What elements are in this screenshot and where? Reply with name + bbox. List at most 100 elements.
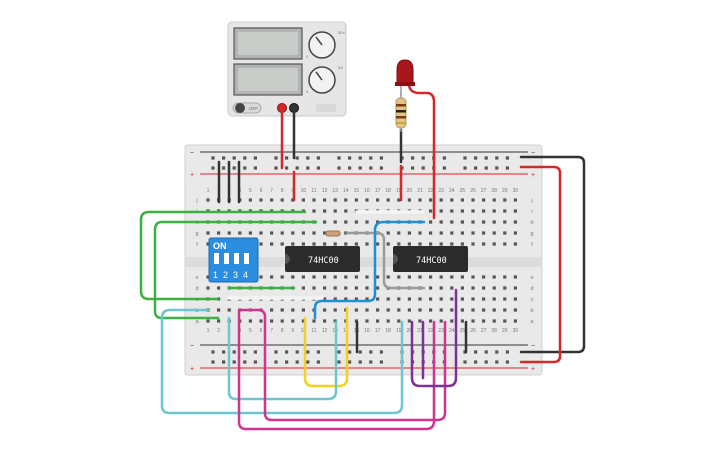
rail-hole[interactable] <box>316 350 320 354</box>
terminal-hole[interactable] <box>259 242 263 246</box>
terminal-hole[interactable] <box>259 275 263 279</box>
terminal-hole[interactable] <box>333 319 337 323</box>
terminal-hole[interactable] <box>376 286 380 290</box>
rail-hole[interactable] <box>337 350 341 354</box>
terminal-hole[interactable] <box>206 231 210 235</box>
terminal-hole[interactable] <box>460 231 464 235</box>
terminal-hole[interactable] <box>450 275 454 279</box>
terminal-hole[interactable] <box>503 297 507 301</box>
terminal-hole[interactable] <box>460 297 464 301</box>
terminal-hole[interactable] <box>471 308 475 312</box>
terminal-hole[interactable] <box>471 209 475 213</box>
rail-hole[interactable] <box>369 156 373 160</box>
terminal-hole[interactable] <box>482 198 486 202</box>
wire-black-rail-jumper[interactable] <box>519 155 586 354</box>
wire-purple[interactable] <box>410 288 458 388</box>
rail-hole[interactable] <box>463 360 467 364</box>
terminal-hole[interactable] <box>354 297 358 301</box>
wire-magenta-1[interactable] <box>237 308 436 431</box>
terminal-hole[interactable] <box>365 319 369 323</box>
terminal-hole[interactable] <box>513 198 517 202</box>
rail-hole[interactable] <box>348 156 352 160</box>
terminal-hole[interactable] <box>323 231 327 235</box>
terminal-hole[interactable] <box>418 231 422 235</box>
terminal-hole[interactable] <box>439 209 443 213</box>
terminal-hole[interactable] <box>460 209 464 213</box>
rail-hole[interactable] <box>274 350 278 354</box>
terminal-hole[interactable] <box>323 297 327 301</box>
terminal-hole[interactable] <box>354 275 358 279</box>
terminal-hole[interactable] <box>344 242 348 246</box>
wire-green-1[interactable] <box>139 210 307 301</box>
terminal-hole[interactable] <box>503 220 507 224</box>
terminal-hole[interactable] <box>376 297 380 301</box>
terminal-hole[interactable] <box>301 286 305 290</box>
terminal-hole[interactable] <box>217 286 221 290</box>
rail-hole[interactable] <box>337 360 341 364</box>
terminal-hole[interactable] <box>291 231 295 235</box>
terminal-hole[interactable] <box>376 275 380 279</box>
terminal-hole[interactable] <box>503 198 507 202</box>
terminal-hole[interactable] <box>280 231 284 235</box>
terminal-hole[interactable] <box>429 198 433 202</box>
terminal-hole[interactable] <box>386 275 390 279</box>
terminal-hole[interactable] <box>323 242 327 246</box>
wire-yellow[interactable] <box>303 306 349 388</box>
terminal-hole[interactable] <box>503 231 507 235</box>
terminal-hole[interactable] <box>344 275 348 279</box>
rail-hole[interactable] <box>243 166 247 170</box>
terminal-hole[interactable] <box>439 308 443 312</box>
terminal-hole[interactable] <box>386 297 390 301</box>
terminal-hole[interactable] <box>280 319 284 323</box>
terminal-hole[interactable] <box>503 209 507 213</box>
rail-hole[interactable] <box>369 350 373 354</box>
terminal-hole[interactable] <box>439 242 443 246</box>
terminal-hole[interactable] <box>471 319 475 323</box>
terminal-hole[interactable] <box>376 198 380 202</box>
terminal-hole[interactable] <box>259 198 263 202</box>
terminal-hole[interactable] <box>429 231 433 235</box>
terminal-hole[interactable] <box>471 220 475 224</box>
terminal-hole[interactable] <box>344 209 348 213</box>
terminal-hole[interactable] <box>429 319 433 323</box>
terminal-hole[interactable] <box>492 242 496 246</box>
terminal-hole[interactable] <box>450 198 454 202</box>
terminal-hole[interactable] <box>280 198 284 202</box>
terminal-hole[interactable] <box>397 275 401 279</box>
terminal-hole[interactable] <box>280 275 284 279</box>
rail-hole[interactable] <box>484 350 488 354</box>
dip-toggle-2[interactable] <box>224 253 229 264</box>
dip-switch[interactable]: ON 1 2 3 4 <box>208 237 259 283</box>
terminal-hole[interactable] <box>259 319 263 323</box>
rail-hole[interactable] <box>505 350 509 354</box>
terminal-hole[interactable] <box>323 209 327 213</box>
dip-toggle-4[interactable] <box>244 253 249 264</box>
terminal-hole[interactable] <box>323 198 327 202</box>
terminal-hole[interactable] <box>291 275 295 279</box>
terminal-hole[interactable] <box>429 297 433 301</box>
terminal-hole[interactable] <box>323 319 327 323</box>
rail-hole[interactable] <box>358 360 362 364</box>
terminal-hole[interactable] <box>206 242 210 246</box>
terminal-hole[interactable] <box>407 308 411 312</box>
rail-hole[interactable] <box>253 156 257 160</box>
terminal-hole[interactable] <box>503 319 507 323</box>
terminal-hole[interactable] <box>312 198 316 202</box>
terminal-hole[interactable] <box>344 220 348 224</box>
terminal-hole[interactable] <box>376 308 380 312</box>
terminal-hole[interactable] <box>513 319 517 323</box>
terminal-hole[interactable] <box>439 220 443 224</box>
terminal-hole[interactable] <box>333 198 337 202</box>
terminal-hole[interactable] <box>333 308 337 312</box>
rail-hole[interactable] <box>474 360 478 364</box>
rail-hole[interactable] <box>463 166 467 170</box>
terminal-hole[interactable] <box>248 231 252 235</box>
rail-hole[interactable] <box>411 166 415 170</box>
terminal-hole[interactable] <box>460 242 464 246</box>
terminal-hole[interactable] <box>439 297 443 301</box>
rail-hole[interactable] <box>474 166 478 170</box>
small-resistor[interactable] <box>325 230 341 237</box>
terminal-hole[interactable] <box>471 198 475 202</box>
terminal-hole[interactable] <box>482 231 486 235</box>
rail-hole[interactable] <box>232 350 236 354</box>
